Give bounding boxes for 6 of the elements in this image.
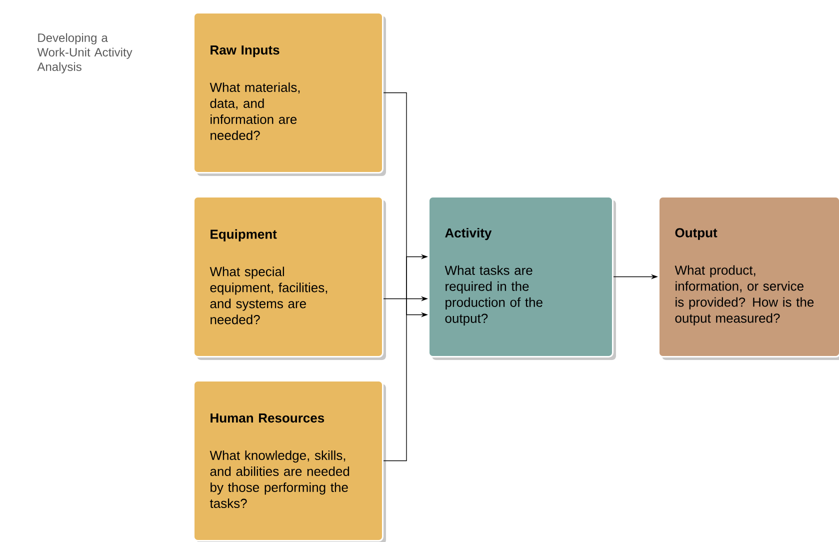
process-box: Human Resources What knowledge, skills, and abilities are needed by those performing the tasks?: [193, 380, 386, 542]
process-box: Output What product, information, or service is provided? How is the output measured?: [658, 196, 839, 360]
process-box: Equipment What special equipment, facilities, and systems are needed?: [193, 196, 386, 360]
process-box: Raw Inputs What materials, data, and information are needed?: [193, 12, 386, 176]
title: Developing a Work-Unit Activity Analysis: [37, 33, 132, 74]
process-box: Activity What tasks are required in the production of the output?: [428, 196, 616, 360]
